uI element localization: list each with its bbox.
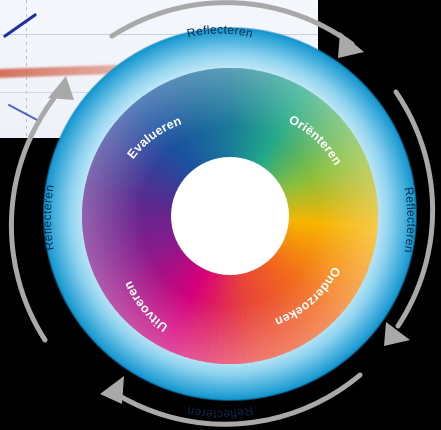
arrow-left — [8, 85, 65, 343]
ring-label-right: Reflecteren — [401, 186, 418, 254]
phase-wheel — [81, 67, 378, 364]
outer-ring-edge — [43, 27, 417, 401]
arrow-right — [393, 89, 436, 329]
photo-rule-line — [0, 34, 318, 35]
arrow-bottom — [107, 372, 363, 427]
ring-label-bottom: Reflecteren — [185, 404, 254, 422]
center-hole — [171, 157, 289, 275]
cycle-arrows — [8, 0, 436, 427]
arrowhead-right — [384, 322, 410, 346]
arrowhead-top-right — [338, 32, 364, 58]
arrowhead-bottom — [100, 376, 124, 404]
arrow-top-right — [109, 0, 355, 47]
ring-label-left: Reflecteren — [40, 184, 57, 252]
arrowhead-left — [48, 76, 74, 100]
arrow-heads — [48, 32, 410, 404]
